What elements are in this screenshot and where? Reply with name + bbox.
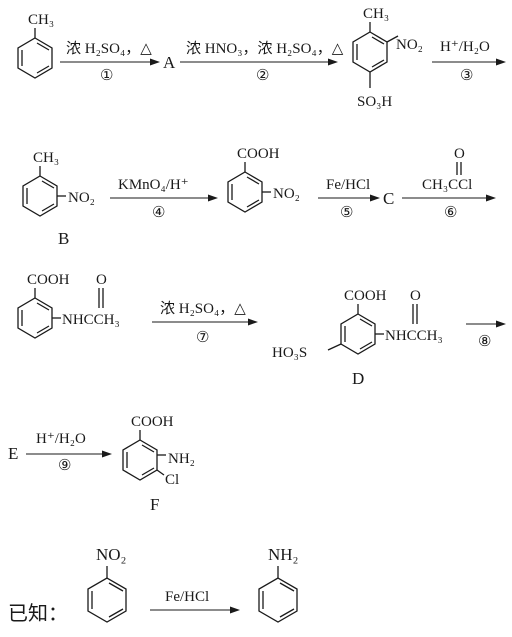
- step3-reagent: H⁺/H₂O: [440, 39, 490, 55]
- step5-reagent: Fe/HCl: [326, 177, 370, 193]
- D-o-label: O: [410, 288, 421, 304]
- step6-reagent: CH₃CCl: [422, 177, 472, 193]
- known-reagent: Fe/HCl: [165, 589, 209, 605]
- compound-D-structure: COOH NHCCH₃ O HO₃S: [272, 288, 443, 361]
- step7-number: ⑦: [196, 330, 209, 346]
- toluene-ch3-label: CH₃: [28, 12, 54, 28]
- arrow-step8: ⑧: [466, 320, 506, 350]
- compound-F-structure: COOH NH₂ Cl: [122, 414, 195, 488]
- intermediate-ch3-label: CH₃: [363, 6, 389, 22]
- step5-number: ⑤: [340, 205, 353, 221]
- step7-reagent: 浓 H₂SO₄，△: [160, 300, 246, 317]
- known-arrow: Fe/HCl: [150, 589, 240, 614]
- step2-number: ②: [256, 68, 269, 84]
- acetamido-cooh-label: COOH: [27, 272, 70, 288]
- step8-number: ⑧: [478, 334, 491, 350]
- arrow-step9: H⁺/H₂O ⑨: [26, 431, 112, 474]
- compound-E-label: E: [8, 444, 18, 463]
- arrow-step1: 浓 H₂SO₄，△ ①: [60, 40, 160, 84]
- acetamido-benzoic-acid-structure: COOH NHCCH₃ O: [17, 272, 120, 339]
- step1-number: ①: [100, 68, 113, 84]
- step6-number: ⑥: [444, 205, 457, 221]
- intermediate-so3h-label: SO₃H: [357, 94, 392, 110]
- D-cooh-label: COOH: [344, 288, 387, 304]
- toluene-structure: CH₃: [17, 12, 54, 79]
- compound-B-structure: CH₃ NO₂: [22, 150, 95, 217]
- B-ch3-label: CH₃: [33, 150, 59, 166]
- F-nh2-label: NH₂: [168, 451, 195, 467]
- intermediate-no2-label: NO₂: [396, 37, 423, 53]
- nitrobenzoic-acid-structure: COOH NO₂: [227, 146, 300, 213]
- known-label: 已知：: [8, 602, 68, 625]
- nitrobenzene-structure: NO₂: [87, 545, 127, 623]
- acetamido-nhcch3-label: NHCCH₃: [62, 312, 120, 328]
- step4-number: ④: [152, 205, 165, 221]
- step6-carbonyl-o: O: [454, 146, 465, 162]
- known-nh2-label: NH₂: [268, 545, 298, 564]
- compound-D-label: D: [352, 369, 364, 388]
- compound-A-label: A: [163, 53, 176, 72]
- arrow-step7: 浓 H₂SO₄，△ ⑦: [152, 300, 258, 346]
- compound-F-label: F: [150, 495, 159, 514]
- aniline-structure: NH₂: [258, 545, 298, 623]
- nitrobenzoic-no2-label: NO₂: [273, 186, 300, 202]
- nitro-sulfo-toluene-structure: CH₃ NO₂ SO₃H: [352, 6, 423, 110]
- arrow-step4: KMnO₄/H⁺ ④: [110, 177, 218, 221]
- compound-B-label: B: [58, 229, 69, 248]
- compound-C-label: C: [383, 189, 394, 208]
- B-no2-label: NO₂: [68, 190, 95, 206]
- D-ho3s-label: HO₃S: [272, 345, 307, 361]
- step4-reagent: KMnO₄/H⁺: [118, 177, 189, 193]
- D-nhcch3-label: NHCCH₃: [385, 328, 443, 344]
- known-no2-label: NO₂: [96, 545, 126, 564]
- step3-number: ③: [460, 68, 473, 84]
- step9-reagent: H⁺/H₂O: [36, 431, 86, 447]
- step1-reagent: 浓 H₂SO₄，△: [66, 40, 152, 57]
- arrow-step6: O CH₃CCl ⑥: [402, 146, 496, 221]
- step9-number: ⑨: [58, 458, 71, 474]
- F-cooh-label: COOH: [131, 414, 174, 430]
- step2-reagent: 浓 HNO₃，浓 H₂SO₄，△: [186, 40, 344, 57]
- nitrobenzoic-cooh-label: COOH: [237, 146, 280, 162]
- F-cl-label: Cl: [165, 472, 179, 488]
- arrow-step3: H⁺/H₂O ③: [432, 39, 506, 84]
- arrow-step5: Fe/HCl ⑤: [318, 177, 380, 221]
- arrow-step2: 浓 HNO₃，浓 H₂SO₄，△ ②: [180, 40, 344, 84]
- acetamido-o-label: O: [96, 272, 107, 288]
